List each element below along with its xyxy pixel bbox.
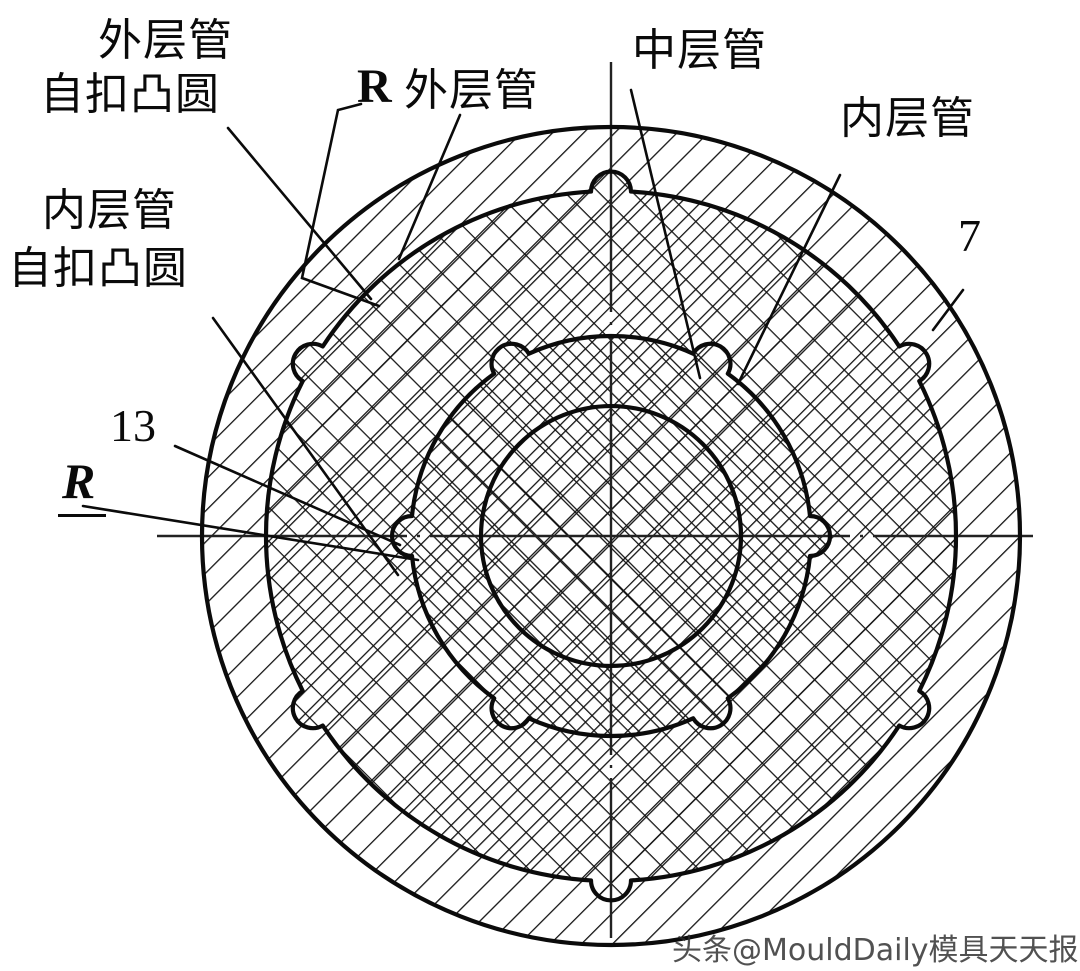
label-inner-tube-lock-line1: 内层管 [42, 186, 177, 235]
profile-outlines [199, 124, 1023, 948]
leader-inner-lock [211, 316, 400, 577]
label-outer-tube-lock-line2: 自扣凸圆 [40, 70, 220, 119]
label-r-top: R [357, 60, 392, 113]
leader-lines [81, 88, 965, 577]
leader-r-top [300, 102, 381, 308]
label-outer-tube: 外层管 [404, 66, 539, 115]
leader-ref7 [931, 288, 965, 332]
leader-ref13 [173, 444, 402, 547]
label-outer-tube-lock-line1: 外层管 [98, 16, 233, 65]
label-inner-tube-lock-line2: 自扣凸圆 [8, 244, 188, 293]
leader-middle-tube [629, 88, 702, 380]
leader-inner-tube [736, 173, 842, 386]
centerlines [157, 62, 1072, 968]
label-ref-13: 13 [110, 400, 156, 451]
leader-outer-lock [226, 126, 373, 301]
label-r-left-underline [58, 514, 106, 517]
leader-outer-tube [397, 113, 462, 261]
label-r-left: R [62, 453, 96, 509]
watermark: 头条@MouldDaily模具天天报 [672, 933, 1079, 968]
label-ref-7: 7 [958, 210, 981, 261]
leader-r-left [81, 504, 420, 562]
label-middle-tube: 中层管 [632, 26, 767, 75]
label-inner-tube: 内层管 [840, 94, 975, 143]
